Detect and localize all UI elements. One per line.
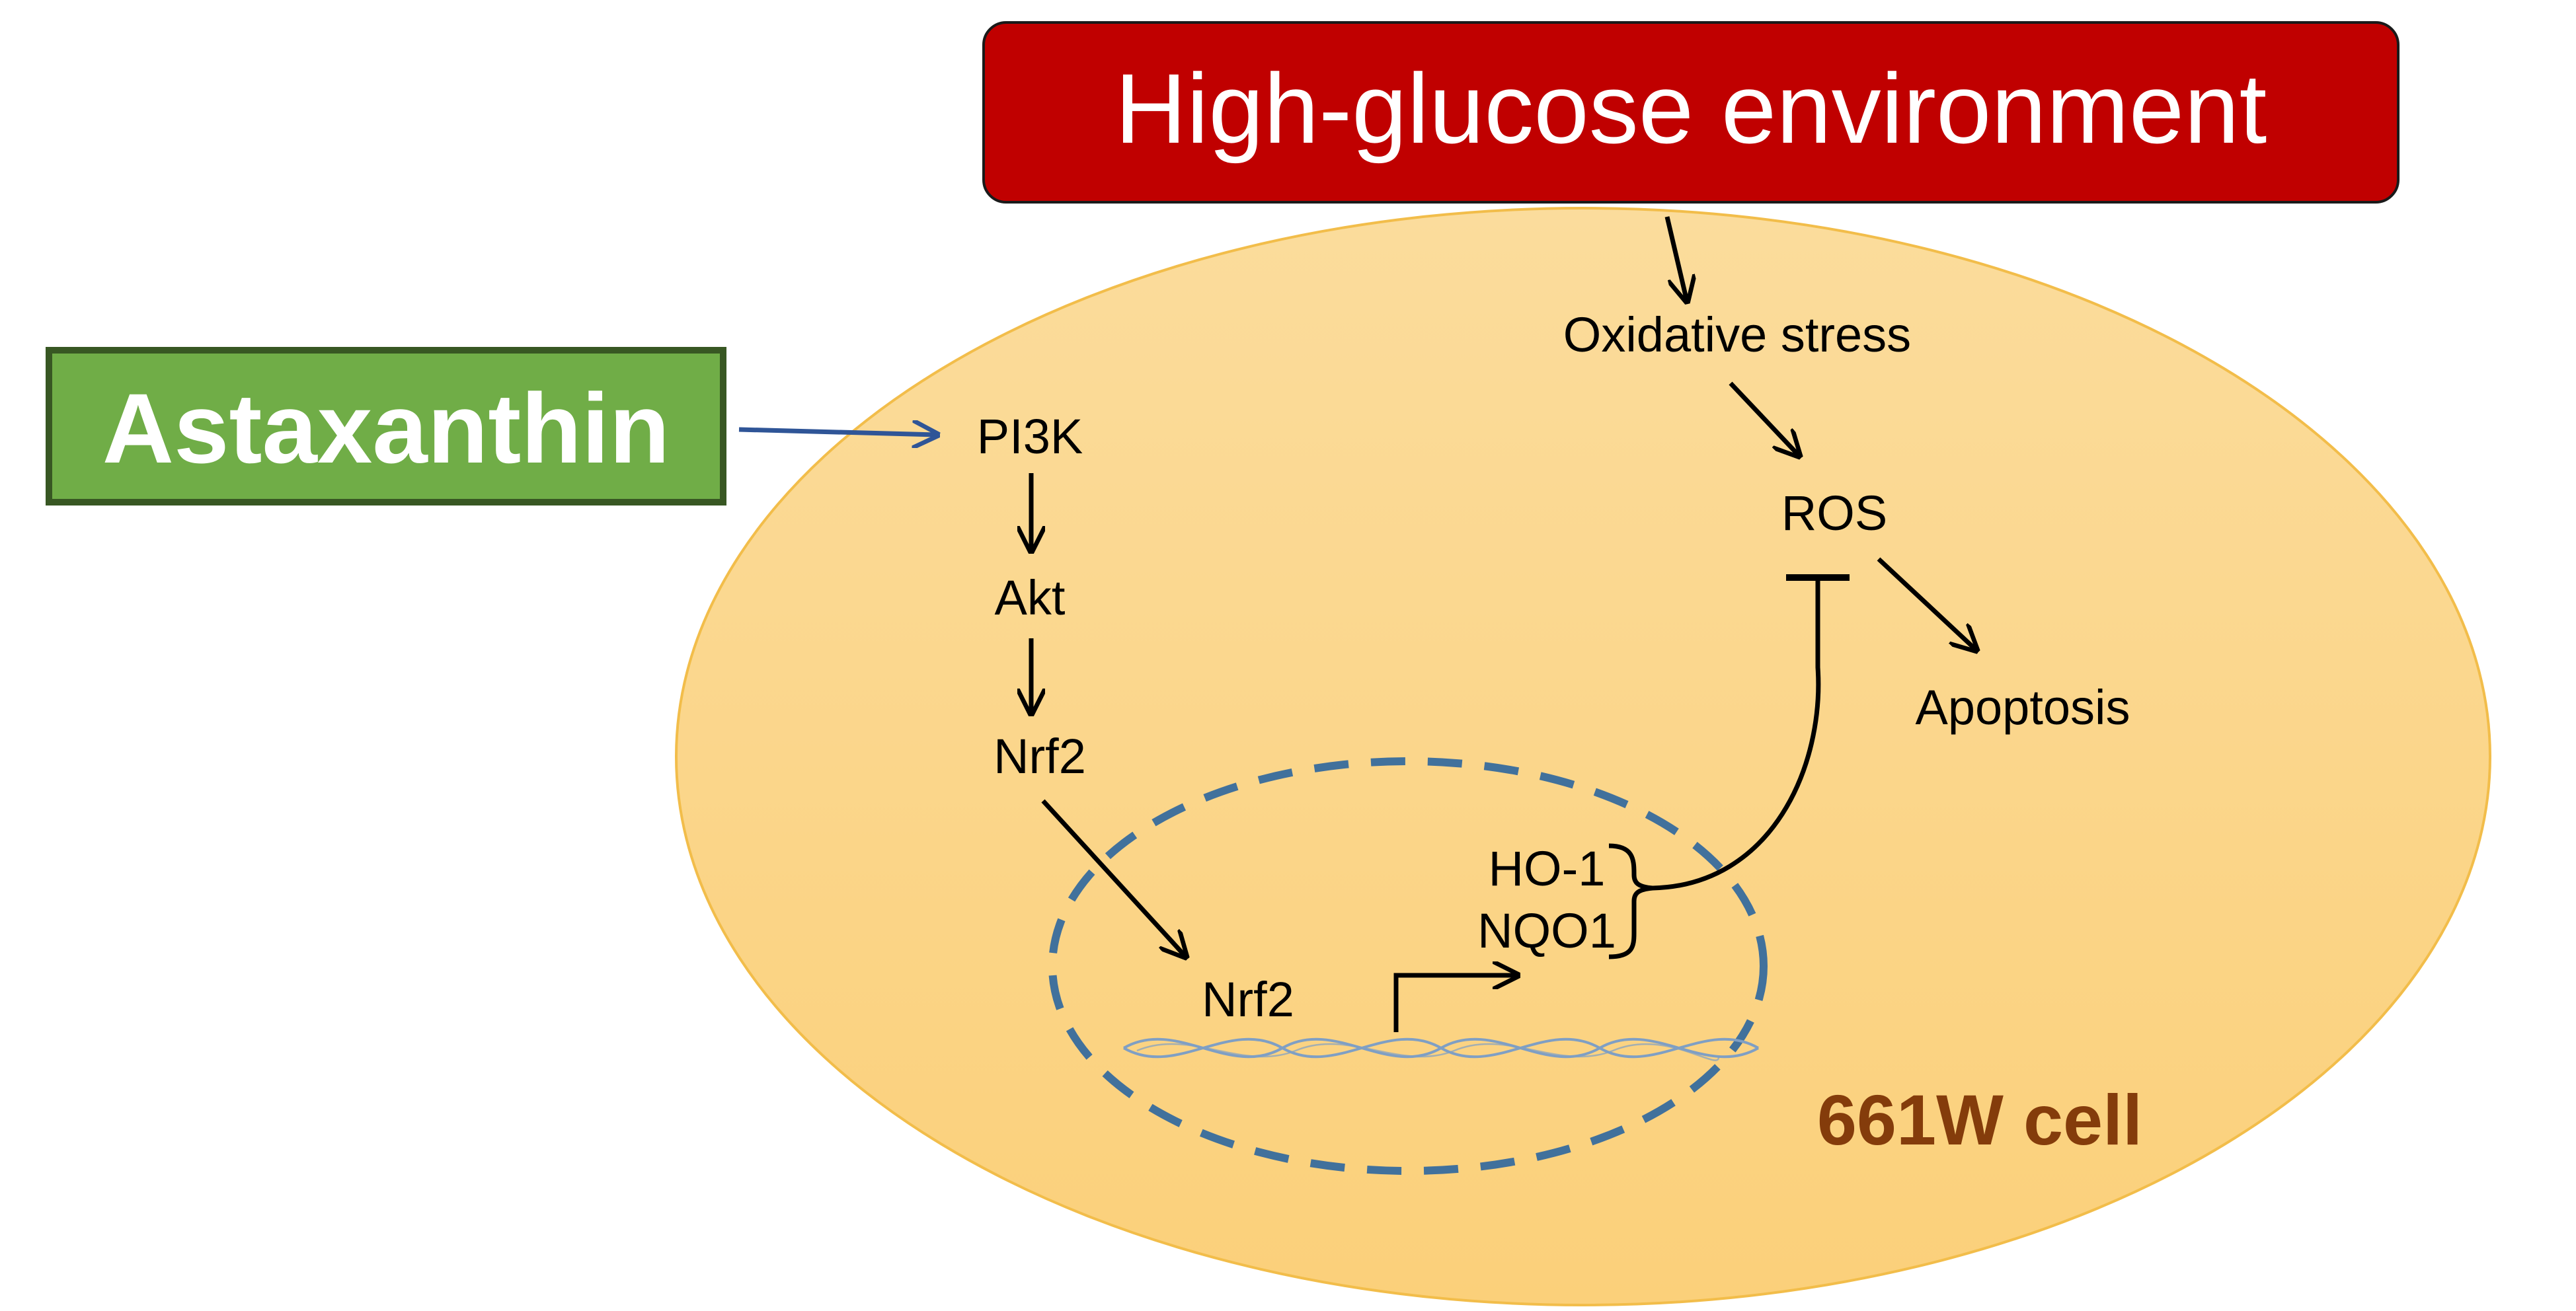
ho1-label: HO-1 — [1489, 841, 1606, 896]
arrow-astaxanthin-to-pi3k — [738, 430, 937, 435]
arrow-glucose-to-oxidative-stress — [1664, 216, 1687, 301]
arrow-transcription-start — [1393, 975, 1518, 1032]
pi3k-label: PI3K — [977, 409, 1083, 464]
high-glucose-label: High-glucose environment — [1115, 53, 2267, 164]
nqo1-label: NQO1 — [1477, 903, 1616, 958]
cell-body — [675, 207, 2491, 1306]
akt-label: Akt — [995, 570, 1066, 625]
arrow-ros-to-apoptosis — [1877, 557, 1976, 650]
ros-label: ROS — [1781, 486, 1887, 541]
astaxanthin-box — [46, 347, 726, 506]
dna-helix — [1123, 1037, 1759, 1061]
apoptosis-label: Apoptosis — [1916, 680, 2130, 735]
high-glucose-banner — [982, 21, 2400, 204]
nrf2-cytoplasm-label: Nrf2 — [994, 729, 1086, 784]
cell-label: 661W cell — [1817, 1080, 2142, 1160]
nucleus-boundary — [1048, 757, 1768, 1175]
arrow-oxidative-stress-to-ros — [1729, 381, 1799, 456]
astaxanthin-label: Astaxanthin — [102, 373, 670, 484]
nrf2-nucleus-label: Nrf2 — [1202, 972, 1294, 1027]
inhibition-curve-to-ros — [1652, 579, 1821, 891]
arrow-nrf2-translocation — [1041, 799, 1186, 957]
oxidative-stress-label: Oxidative stress — [1563, 307, 1911, 362]
